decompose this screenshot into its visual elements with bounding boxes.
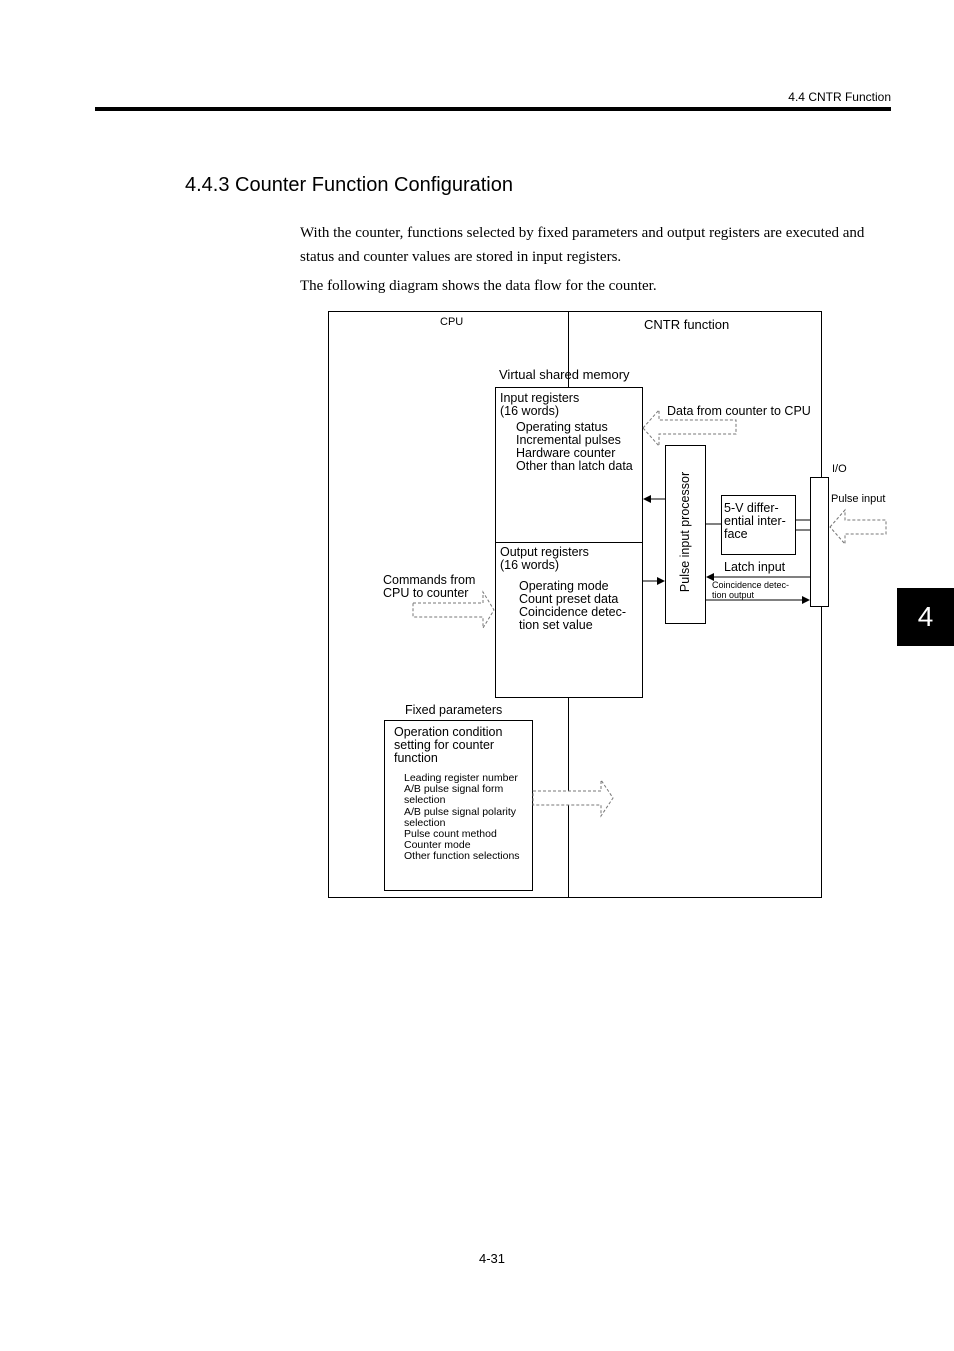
commands-from-cpu-label: Commands from CPU to counter (383, 573, 479, 600)
input-register-item: Hardware counter (516, 446, 615, 460)
fixed-parameter-item: Other function selections (404, 850, 520, 862)
fixed-parameter-item: Pulse count method (404, 828, 497, 840)
coincidence-output-line: Coincidence detec- (712, 580, 789, 590)
input-registers-title-line: (16 words) (500, 404, 559, 418)
diagram-intro-paragraph: The following diagram shows the data flo… (300, 278, 657, 294)
fixed-parameters-title: Operation condition setting for counter … (394, 725, 506, 765)
fixed-parameter-item: selection (404, 794, 446, 806)
io-label: I/O (832, 463, 847, 475)
intro-paragraph: With the counter, functions selected by … (300, 225, 865, 265)
differential-interface-line: face (724, 527, 748, 541)
output-registers-title: Output registers (16 words) (500, 545, 592, 572)
commands-from-cpu-line: Commands from (383, 573, 475, 587)
fixed-parameters-label: Fixed parameters (405, 703, 502, 717)
header-rule (95, 107, 891, 111)
pulse-input-label: Pulse input (831, 493, 885, 505)
fixed-parameters-title-line: function (394, 751, 438, 765)
chapter-tab: 4 (897, 588, 954, 646)
pulse-input-processor-box (665, 445, 706, 624)
differential-interface-label: 5-V differ- ential inter- face (724, 501, 789, 541)
commands-to-output-registers-arrow (412, 590, 495, 630)
fixed-parameter-item: Leading register number (404, 772, 518, 784)
output-registers-items: Operating mode Count preset data Coincid… (519, 579, 630, 632)
cntr-function-label: CNTR function (644, 317, 729, 332)
differential-interface-line: 5-V differ- (724, 501, 779, 515)
input-registers-box (495, 387, 643, 543)
fixed-parameter-item: A/B pulse signal polarity (404, 806, 517, 818)
fixed-parameters-title-line: Operation condition (394, 725, 502, 739)
fixed-parameter-item: selection (404, 817, 446, 829)
differential-interface-line: ential inter- (724, 514, 786, 528)
input-register-item: Other than latch data (516, 459, 633, 473)
fixed-parameters-arrow (532, 778, 614, 818)
pulse-input-arrow (829, 508, 887, 546)
pulse-input-processor-label: Pulse input processor (678, 472, 692, 592)
io-block (810, 477, 829, 607)
fixed-parameters-title-line: setting for counter (394, 738, 494, 752)
fixed-parameters-box (384, 720, 533, 891)
data-from-counter-label: Data from counter to CPU (667, 404, 811, 418)
input-registers-title-line: Input registers (500, 391, 579, 405)
differential-interface-box (721, 495, 796, 555)
running-head: 4.4 CNTR Function (788, 90, 891, 104)
cpu-label: CPU (440, 316, 463, 328)
input-registers-items: Operating status Incremental pulses Hard… (516, 420, 633, 473)
output-registers-box (495, 542, 643, 698)
input-register-item: Incremental pulses (516, 433, 621, 447)
input-register-item: Operating status (516, 420, 608, 434)
output-registers-title-line: Output registers (500, 545, 589, 559)
fixed-parameters-items: Leading register number A/B pulse signal… (404, 772, 521, 862)
input-registers-title: Input registers (16 words) (500, 391, 583, 418)
page-number: 4-31 (478, 1251, 506, 1266)
section-title: 4.4.3 Counter Function Configuration (185, 174, 513, 196)
output-register-item: tion set value (519, 618, 593, 632)
virtual-shared-memory-label: Virtual shared memory (499, 367, 630, 382)
commands-from-cpu-line: CPU to counter (383, 586, 468, 600)
coincidence-output-line: tion output (712, 590, 755, 600)
fixed-parameter-item: A/B pulse signal form (404, 783, 503, 795)
output-register-item: Coincidence detec- (519, 605, 626, 619)
coincidence-output-label: Coincidence detec- tion output (712, 580, 792, 600)
fixed-parameter-item: Counter mode (404, 839, 471, 851)
output-register-item: Count preset data (519, 592, 618, 606)
output-registers-title-line: (16 words) (500, 558, 559, 572)
latch-input-label: Latch input (724, 560, 786, 574)
output-register-item: Operating mode (519, 579, 609, 593)
data-from-counter-arrow (642, 408, 737, 448)
